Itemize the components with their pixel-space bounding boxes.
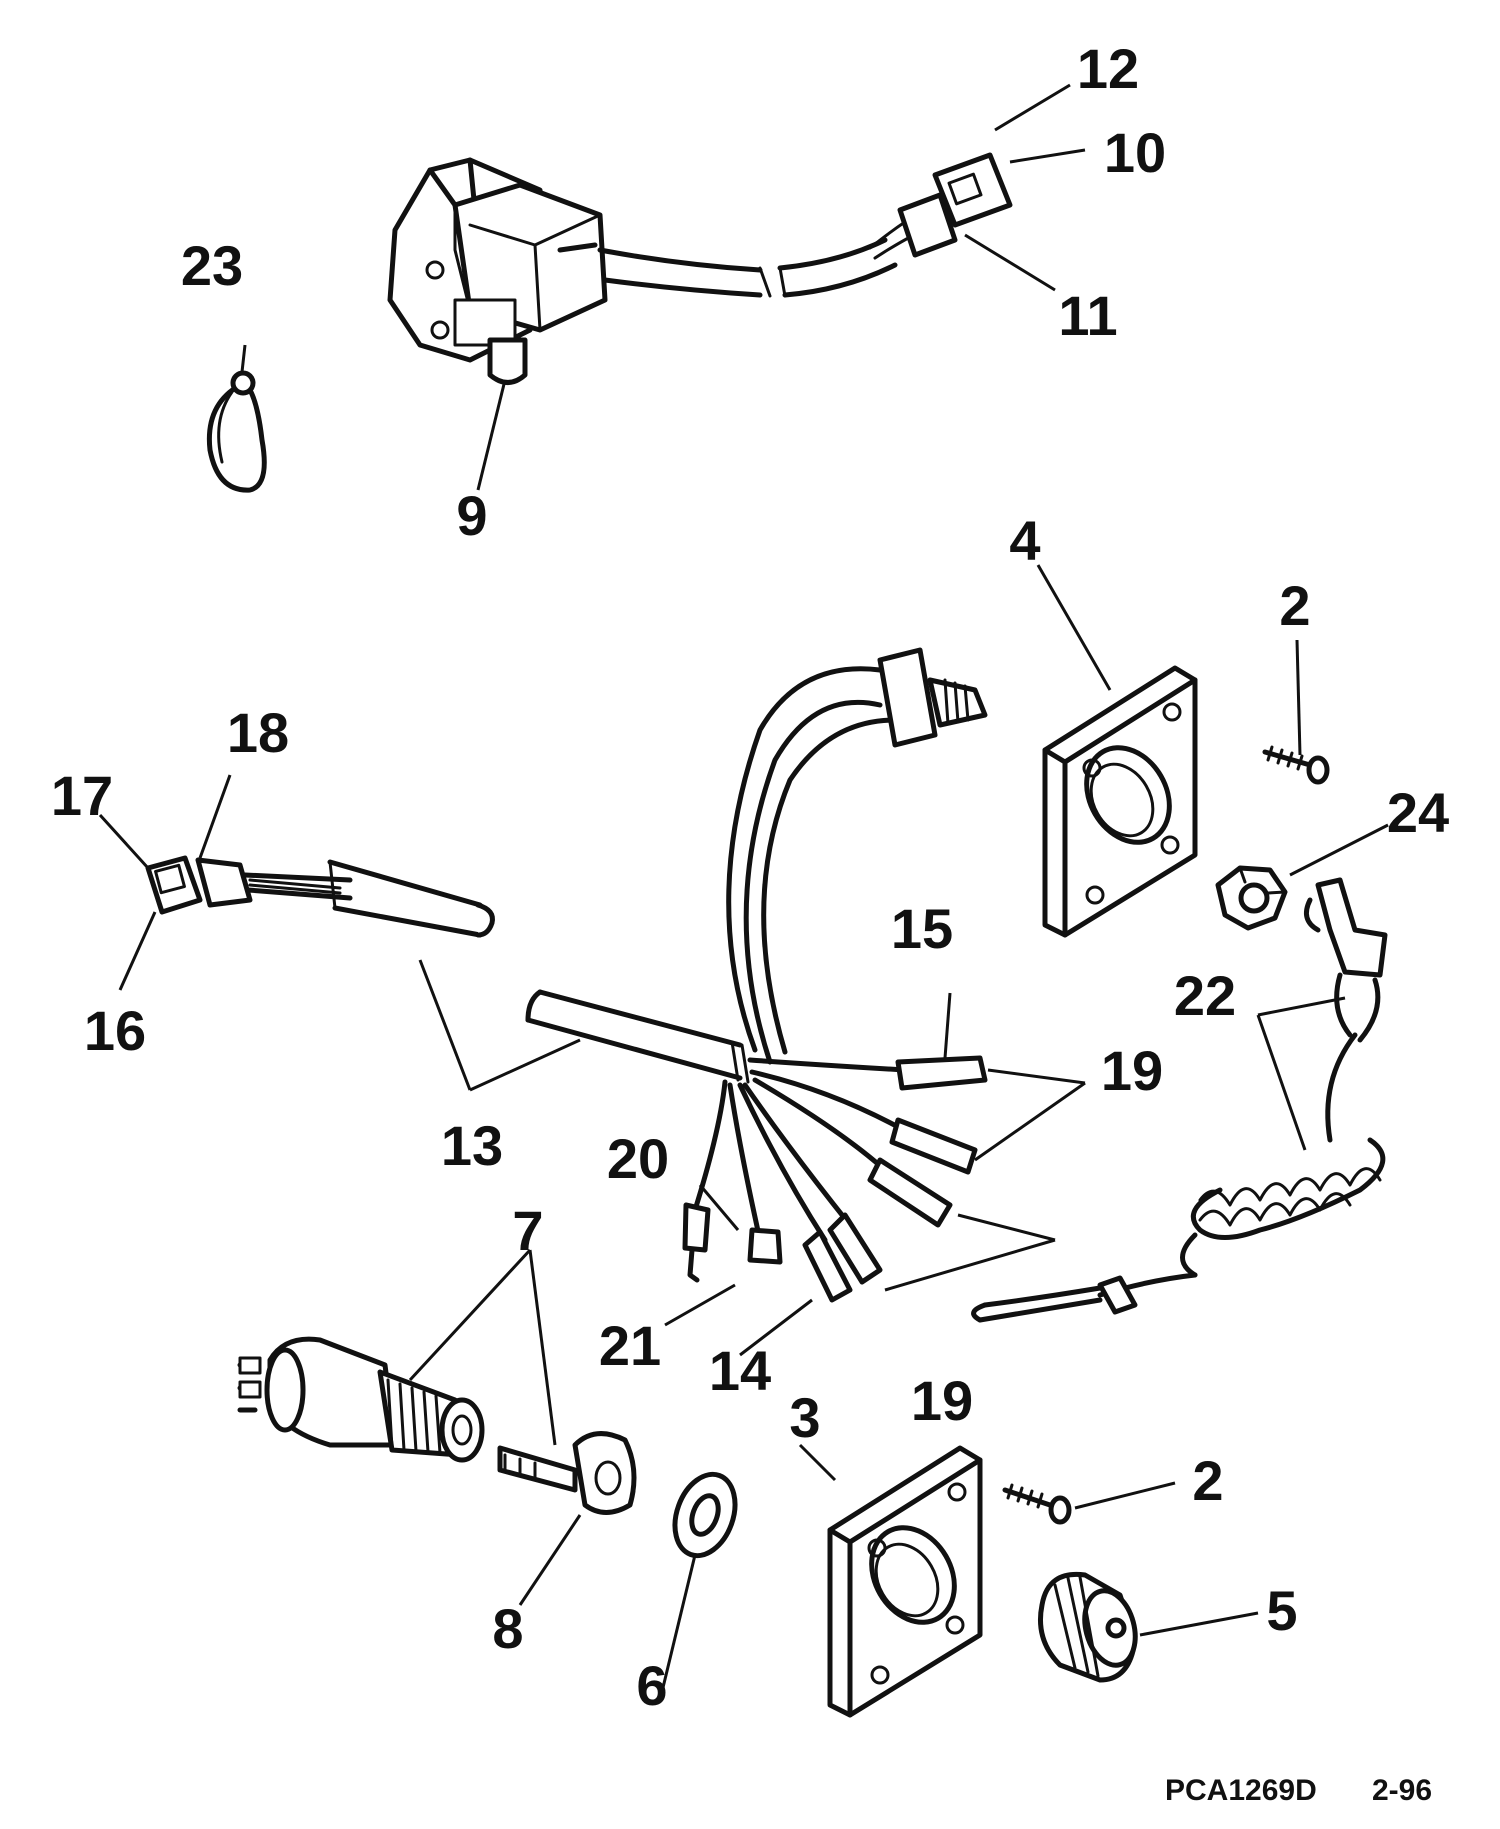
callout-24: 24 <box>1387 781 1449 844</box>
nut-part-24 <box>1215 865 1288 931</box>
washer-part-6 <box>672 1471 738 1559</box>
callout-2-upper: 2 <box>1279 574 1310 637</box>
callout-6: 6 <box>636 1654 667 1717</box>
callout-21: 21 <box>599 1314 661 1377</box>
screw-part-2-lower <box>1002 1483 1072 1525</box>
callout-22: 22 <box>1174 964 1236 1027</box>
callout-10: 10 <box>1104 121 1166 184</box>
screw-part-2-upper <box>1262 745 1330 785</box>
callout-5: 5 <box>1266 1579 1297 1642</box>
module-part-9 <box>387 152 1013 385</box>
callout-18: 18 <box>227 701 289 764</box>
plate-part-3 <box>827 1445 983 1718</box>
lanyard-part-22 <box>971 877 1388 1323</box>
callout-17: 17 <box>51 764 113 827</box>
leader-lines <box>98 83 1389 1701</box>
callout-2-lower: 2 <box>1192 1449 1223 1512</box>
cable-tie-part-23 <box>206 370 267 493</box>
callout-16: 16 <box>84 999 146 1062</box>
callout-19-lower: 19 <box>911 1369 973 1432</box>
callout-14: 14 <box>709 1339 771 1402</box>
callout-8: 8 <box>492 1597 523 1660</box>
ignition-switch-part-7 <box>237 1336 485 1463</box>
plate-part-4 <box>1042 665 1198 938</box>
callout-19-upper: 19 <box>1101 1039 1163 1102</box>
callouts: 12 10 11 23 9 4 2 24 18 17 16 15 22 19 1… <box>51 37 1449 1717</box>
callout-15: 15 <box>891 897 953 960</box>
callout-4: 4 <box>1009 509 1040 572</box>
footer: PCA1269D 2-96 <box>1165 1774 1432 1807</box>
callout-7: 7 <box>512 1199 543 1262</box>
wire-harness-part-13 <box>145 647 988 1303</box>
callout-12: 12 <box>1077 37 1139 100</box>
knob-part-5 <box>1037 1571 1138 1683</box>
callout-9: 9 <box>456 484 487 547</box>
callout-11: 11 <box>1058 284 1117 347</box>
callout-23: 23 <box>181 234 243 297</box>
callout-13: 13 <box>441 1114 503 1177</box>
diagram-date: 2-96 <box>1372 1774 1432 1807</box>
key-part-8 <box>497 1431 637 1515</box>
callout-20: 20 <box>607 1127 669 1190</box>
callout-3: 3 <box>789 1386 820 1449</box>
diagram-code: PCA1269D <box>1165 1774 1317 1807</box>
